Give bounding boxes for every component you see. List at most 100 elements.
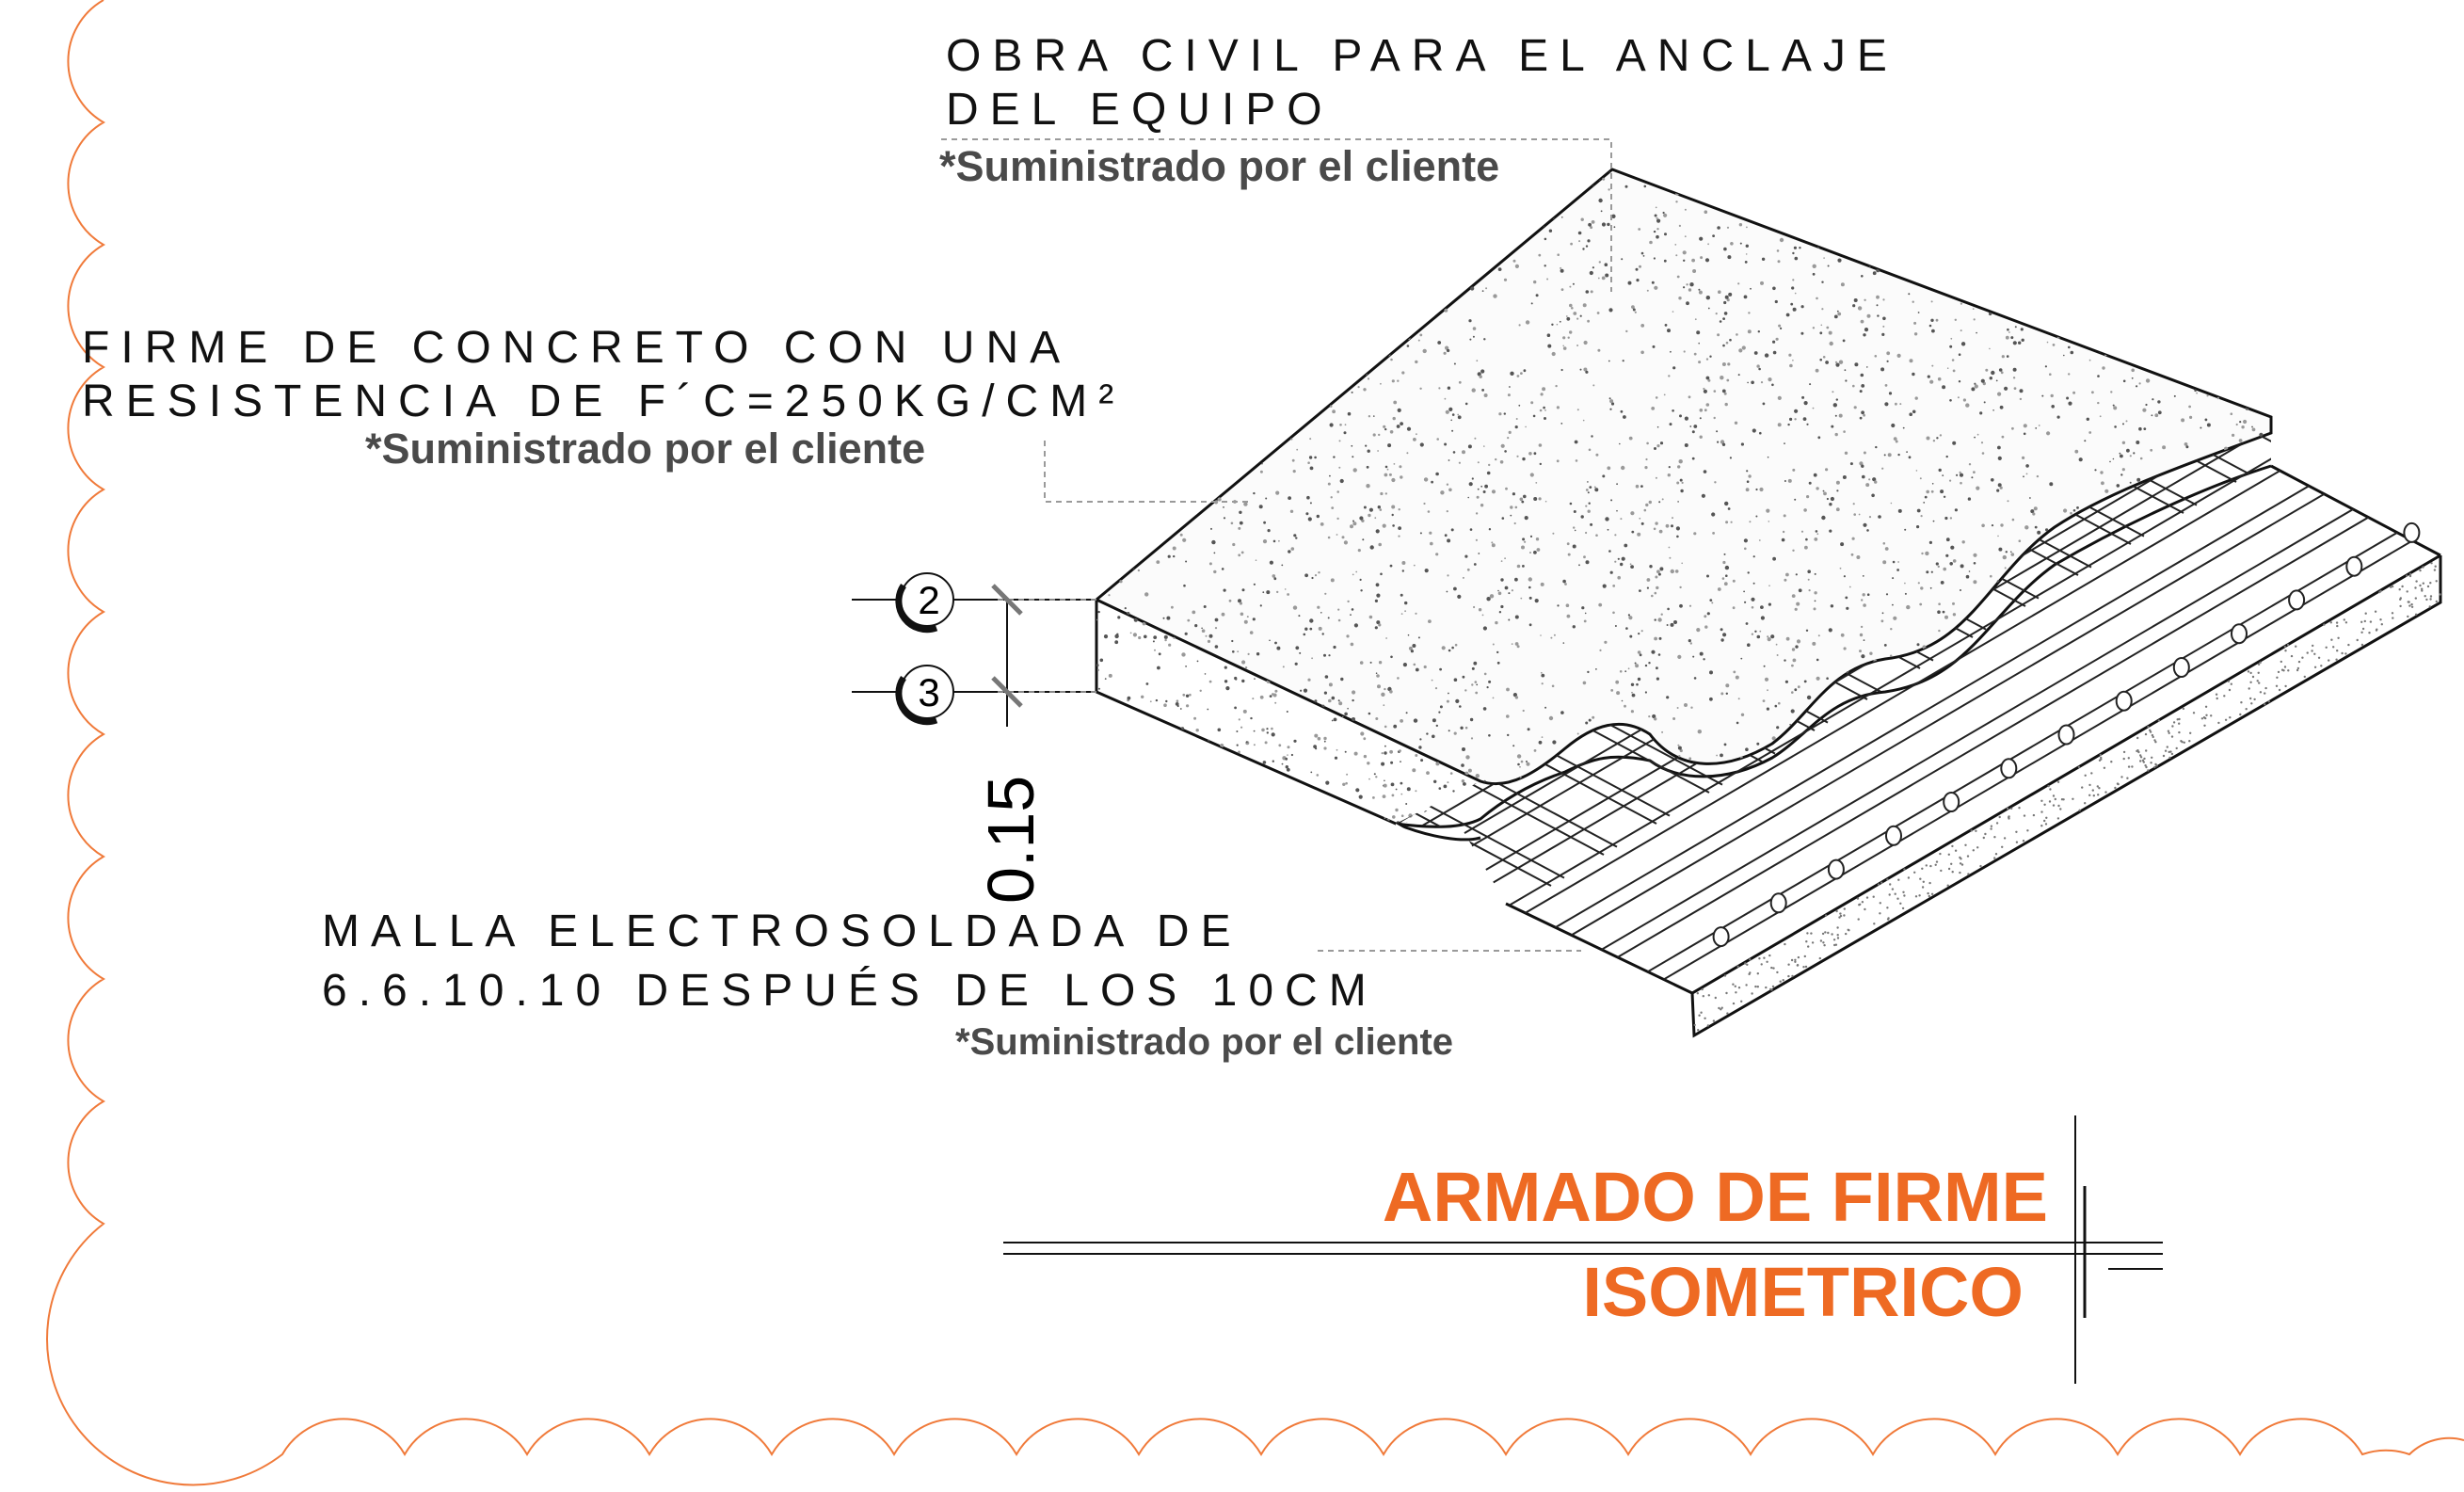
texture-dot: [2151, 414, 2153, 417]
texture-dot: [1913, 871, 1916, 874]
texture-dot: [2099, 415, 2102, 418]
texture-dot: [2141, 759, 2145, 762]
texture-dot: [1133, 767, 1138, 771]
texture-dot: [1668, 466, 1671, 469]
texture-dot: [1533, 749, 1537, 752]
texture-dot: [1809, 383, 1812, 386]
texture-dot: [1609, 399, 1614, 404]
texture-dot: [1692, 269, 1697, 273]
texture-dot: [2374, 610, 2377, 613]
texture-dot: [1712, 1019, 1716, 1022]
texture-dot: [1288, 810, 1291, 814]
texture-dot: [1453, 217, 1456, 221]
texture-dot: [2168, 750, 2170, 754]
texture-dot: [1772, 967, 1775, 970]
texture-dot: [1529, 552, 1531, 553]
texture-dot: [2029, 633, 2033, 636]
texture-dot: [1173, 636, 1176, 639]
texture-dot: [1405, 712, 1408, 714]
texture-dot: [1397, 379, 1400, 382]
texture-dot: [1805, 629, 1809, 632]
texture-dot: [1239, 736, 1242, 739]
texture-dot: [1457, 415, 1462, 420]
texture-dot: [1567, 336, 1570, 339]
texture-dot: [1421, 247, 1426, 251]
texture-dot: [1234, 286, 1238, 289]
texture-dot: [1594, 488, 1599, 492]
texture-dot: [1450, 419, 1452, 422]
texture-dot: [1953, 272, 1958, 277]
texture-dot: [2392, 617, 2394, 619]
texture-dot: [1423, 502, 1426, 505]
texture-dot: [1239, 457, 1242, 461]
texture-dot: [1800, 305, 1804, 309]
texture-dot: [1340, 677, 1344, 682]
label-firme-line1: FIRME DE CONCRETO CON UNA: [82, 323, 1071, 373]
texture-dot: [1770, 634, 1775, 639]
texture-dot: [2021, 284, 2025, 289]
texture-dot: [1329, 405, 1333, 408]
texture-dot: [1848, 586, 1851, 588]
texture-dot: [1857, 711, 1862, 714]
texture-dot: [1857, 918, 1860, 921]
texture-dot: [1111, 744, 1114, 746]
texture-dot: [2037, 296, 2040, 298]
texture-dot: [1892, 560, 1896, 564]
texture-dot: [1949, 345, 1953, 348]
texture-dot: [1167, 302, 1172, 307]
texture-dot: [1176, 383, 1180, 387]
texture-dot: [1703, 387, 1705, 391]
texture-dot: [1336, 534, 1338, 536]
texture-dot: [1748, 474, 1752, 478]
texture-dot: [2204, 705, 2208, 708]
texture-dot: [1470, 286, 1475, 291]
texture-dot: [1884, 547, 1889, 551]
texture-dot: [1218, 246, 1222, 249]
texture-dot: [2012, 377, 2016, 379]
texture-dot: [1643, 184, 1647, 188]
texture-dot: [1169, 305, 1173, 310]
texture-dot: [1106, 429, 1111, 434]
texture-dot: [1896, 569, 1899, 571]
texture-dot: [1401, 371, 1405, 375]
texture-dot: [1997, 392, 2002, 396]
texture-dot: [1693, 532, 1697, 536]
texture-dot: [2240, 701, 2243, 704]
texture-dot: [1352, 521, 1357, 526]
texture-dot: [1241, 679, 1245, 683]
texture-dot: [1829, 529, 1832, 533]
texture-dot: [2063, 354, 2065, 357]
texture-dot: [1400, 793, 1403, 795]
texture-dot: [1352, 717, 1355, 721]
texture-dot: [1684, 703, 1688, 707]
texture-dot: [1814, 600, 1816, 602]
texture-dot: [1412, 768, 1416, 773]
texture-dot: [1224, 733, 1226, 737]
texture-dot: [2259, 661, 2262, 664]
texture-dot: [1316, 514, 1320, 519]
texture-dot: [2166, 746, 2168, 748]
texture-dot: [1108, 594, 1111, 597]
texture-dot: [2125, 420, 2128, 423]
texture-dot: [1880, 215, 1885, 218]
texture-dot: [1232, 650, 1235, 653]
texture-dot: [1614, 534, 1617, 537]
texture-dot: [1503, 278, 1508, 281]
texture-dot: [2157, 400, 2161, 404]
texture-dot: [1656, 228, 1659, 231]
texture-dot: [1096, 668, 1100, 672]
texture-dot: [1794, 958, 1797, 961]
texture-dot: [1173, 554, 1176, 558]
texture-dot: [1269, 639, 1271, 642]
texture-dot: [1193, 796, 1196, 798]
texture-dot: [1914, 396, 1918, 400]
texture-dot: [2157, 706, 2160, 709]
texture-dot: [1803, 508, 1807, 512]
texture-dot: [1573, 526, 1576, 529]
texture-dot: [1316, 827, 1319, 828]
texture-dot: [1241, 816, 1244, 818]
texture-dot: [1444, 534, 1448, 537]
texture-dot: [1260, 400, 1265, 405]
texture-dot: [1656, 234, 1659, 239]
texture-dot: [1173, 241, 1176, 245]
